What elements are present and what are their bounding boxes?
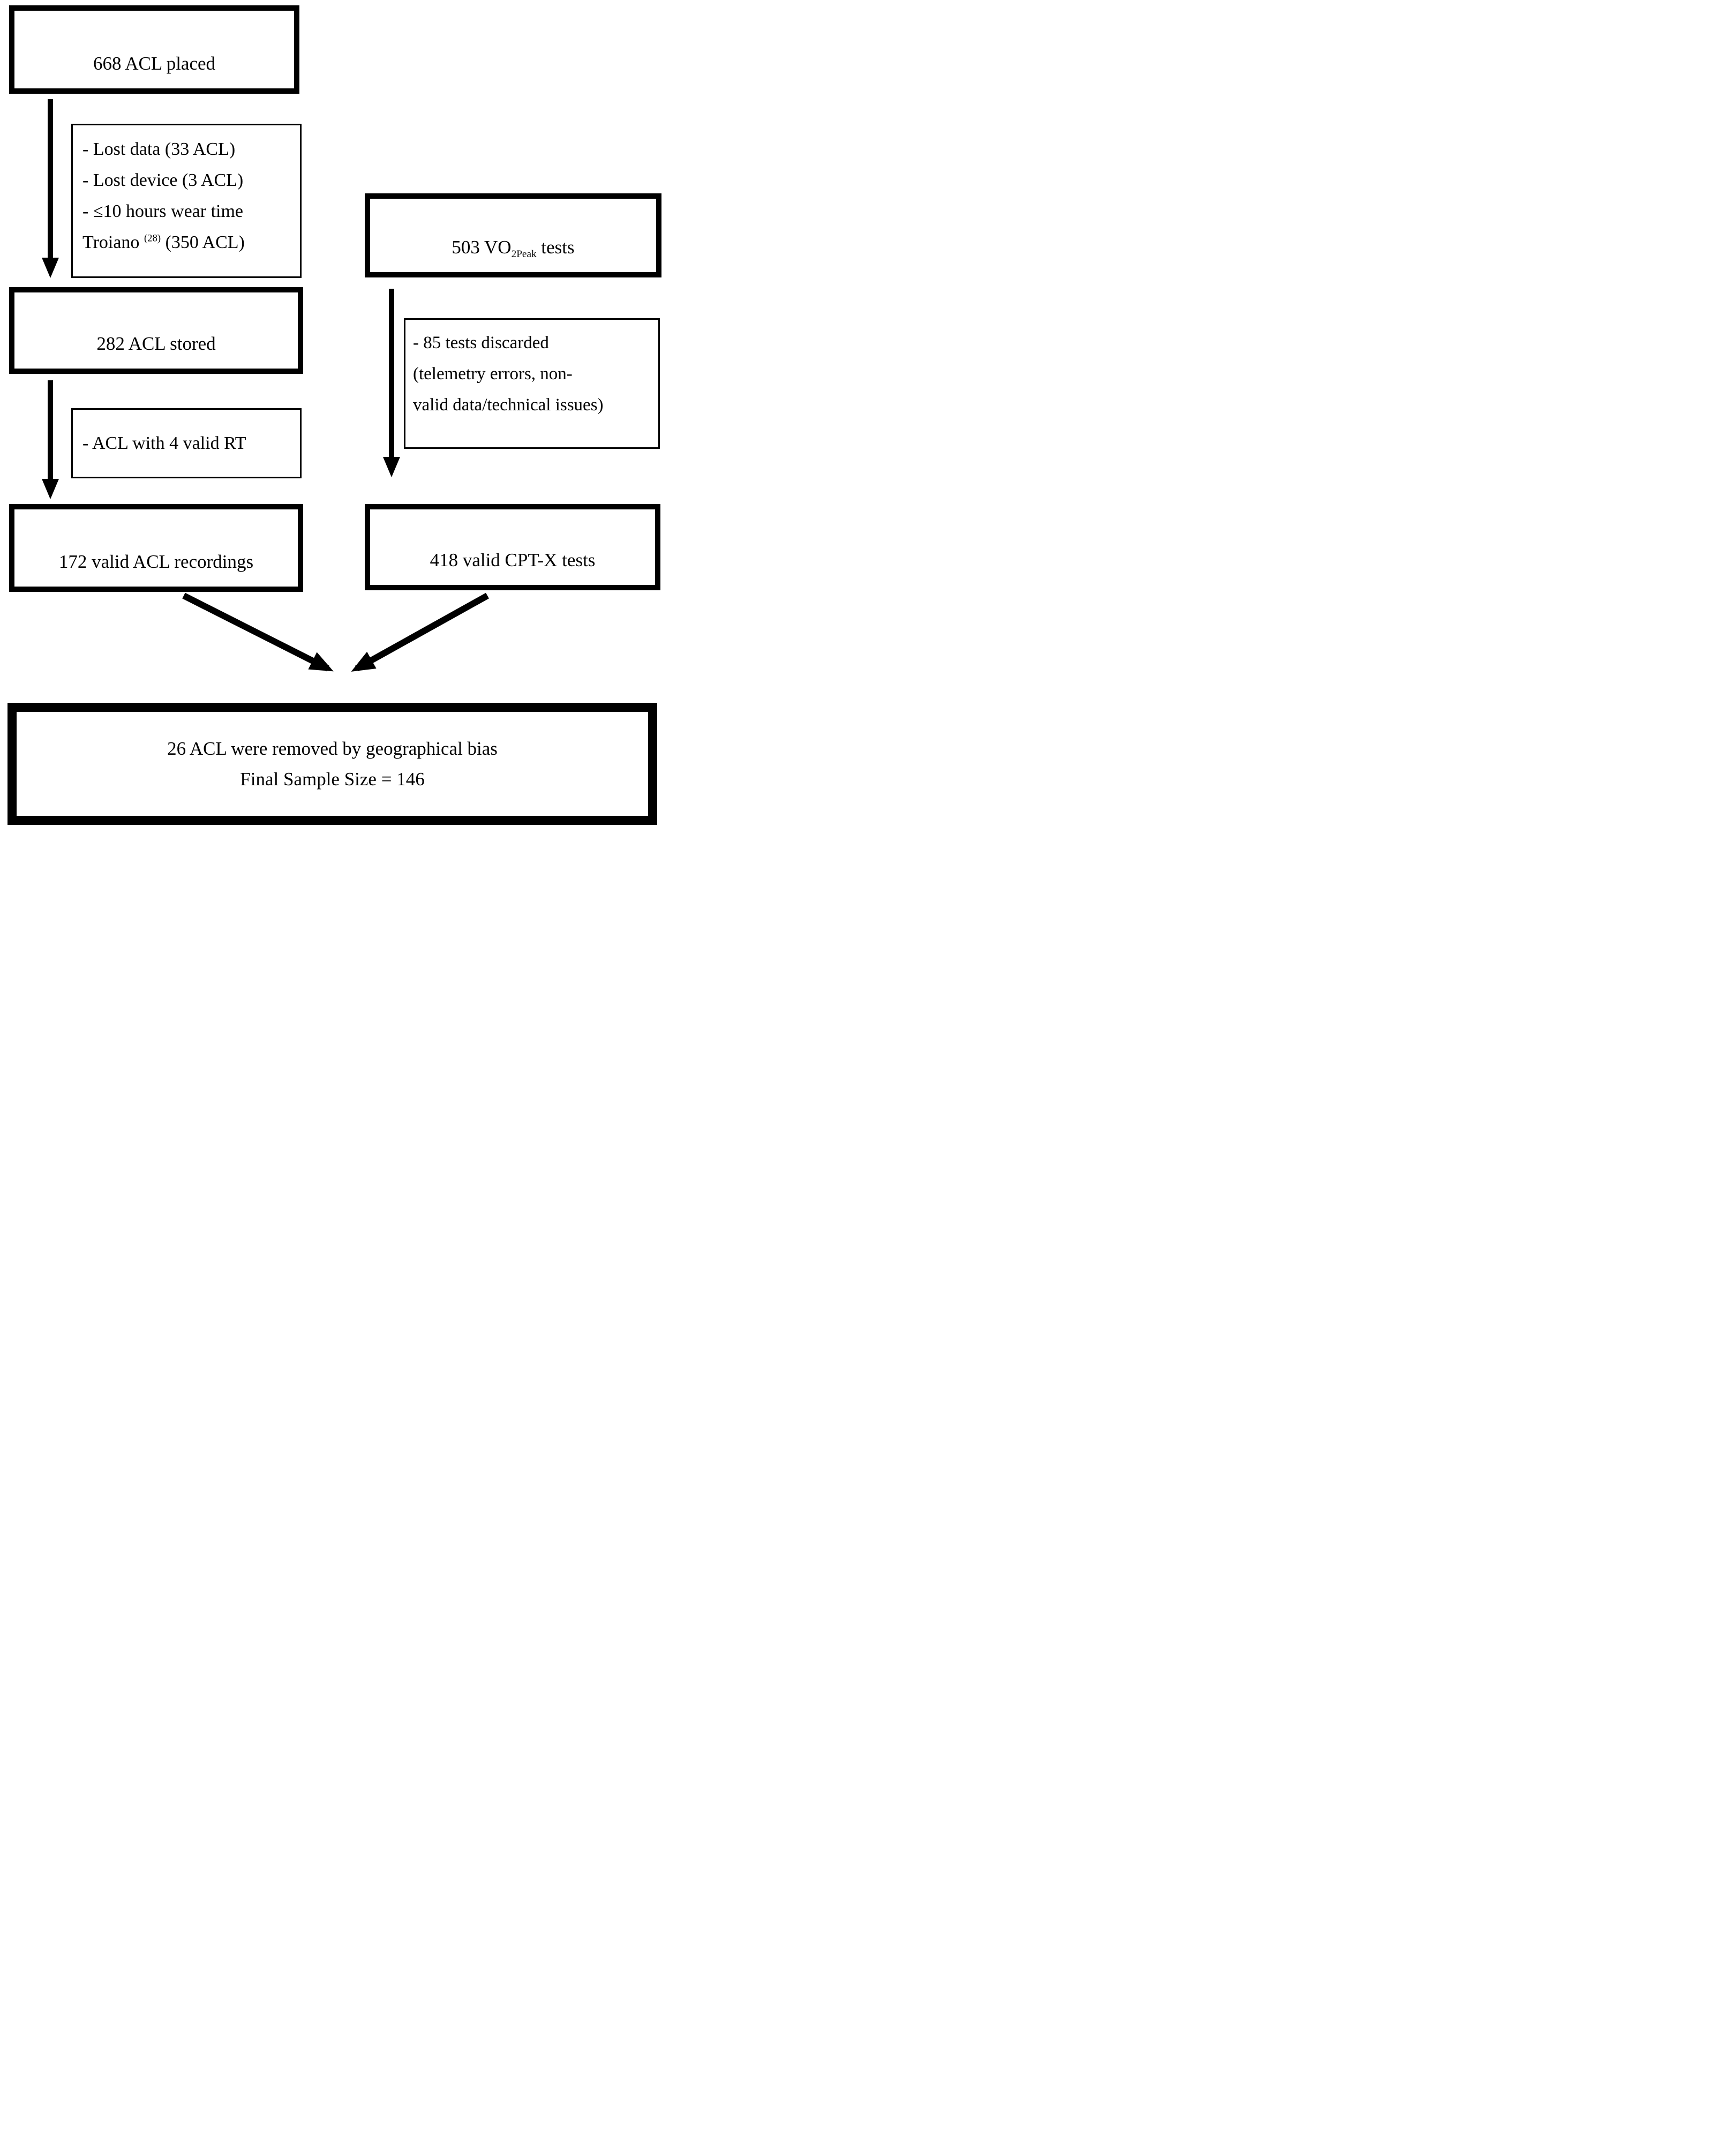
vo2peak-subscript: 2Peak (511, 249, 537, 260)
citation-post: (350 ACL) (161, 232, 245, 252)
citation-pre: Troiano (82, 232, 144, 252)
box-exclusion-tests-discarded: - 85 tests discarded (telemetry errors, … (404, 318, 660, 449)
box-valid-cpt-tests: 418 valid CPT-X tests (365, 504, 660, 590)
box-exclusion-wear-time: - Lost data (33 ACL) - Lost device (3 AC… (71, 124, 302, 278)
vo2peak-pre: 503 VO (452, 237, 512, 258)
box-valid-acl-recordings: 172 valid ACL recordings (9, 504, 303, 592)
exclusion-line: - ACL with 4 valid RT (82, 433, 246, 453)
arrow-diagonal-right-icon (351, 592, 489, 672)
exclusion-line: - Lost data (33 ACL) (82, 139, 236, 159)
box-valid-cpt-tests-label: 418 valid CPT-X tests (430, 550, 596, 570)
final-line-2: Final Sample Size = 146 (240, 769, 425, 790)
exclusion-line: - Lost device (3 ACL) (82, 170, 244, 190)
box-final-sample: 26 ACL were removed by geographical bias… (7, 703, 657, 825)
arrow-diagonal-left-icon (182, 592, 334, 672)
box-acl-stored: 282 ACL stored (9, 287, 303, 374)
exclusion-citation-line: Troiano (28) (350 ACL) (82, 227, 290, 258)
exclusion-line: - 85 tests discarded (413, 333, 549, 352)
vo2peak-post: tests (536, 237, 575, 258)
final-line-1: 26 ACL were removed by geographical bias (167, 738, 498, 759)
exclusion-line: - ≤10 hours wear time (82, 201, 244, 221)
box-valid-acl-recordings-label: 172 valid ACL recordings (58, 551, 254, 572)
flow-diagram: 668 ACL placed - Lost data (33 ACL) - Lo… (0, 0, 664, 831)
exclusion-line: (telemetry errors, non- (413, 364, 573, 384)
box-acl-placed: 668 ACL placed (9, 5, 299, 94)
box-vo2peak-tests: 503 VO2Peak tests (365, 193, 661, 277)
box-exclusion-valid-rt: - ACL with 4 valid RT (71, 408, 302, 478)
box-vo2peak-tests-label: 503 VO2Peak tests (452, 237, 575, 260)
box-acl-placed-label: 668 ACL placed (93, 53, 216, 74)
exclusion-line: valid data/technical issues) (413, 395, 604, 415)
box-acl-stored-label: 282 ACL stored (96, 333, 216, 354)
citation-superscript: (28) (144, 232, 161, 244)
